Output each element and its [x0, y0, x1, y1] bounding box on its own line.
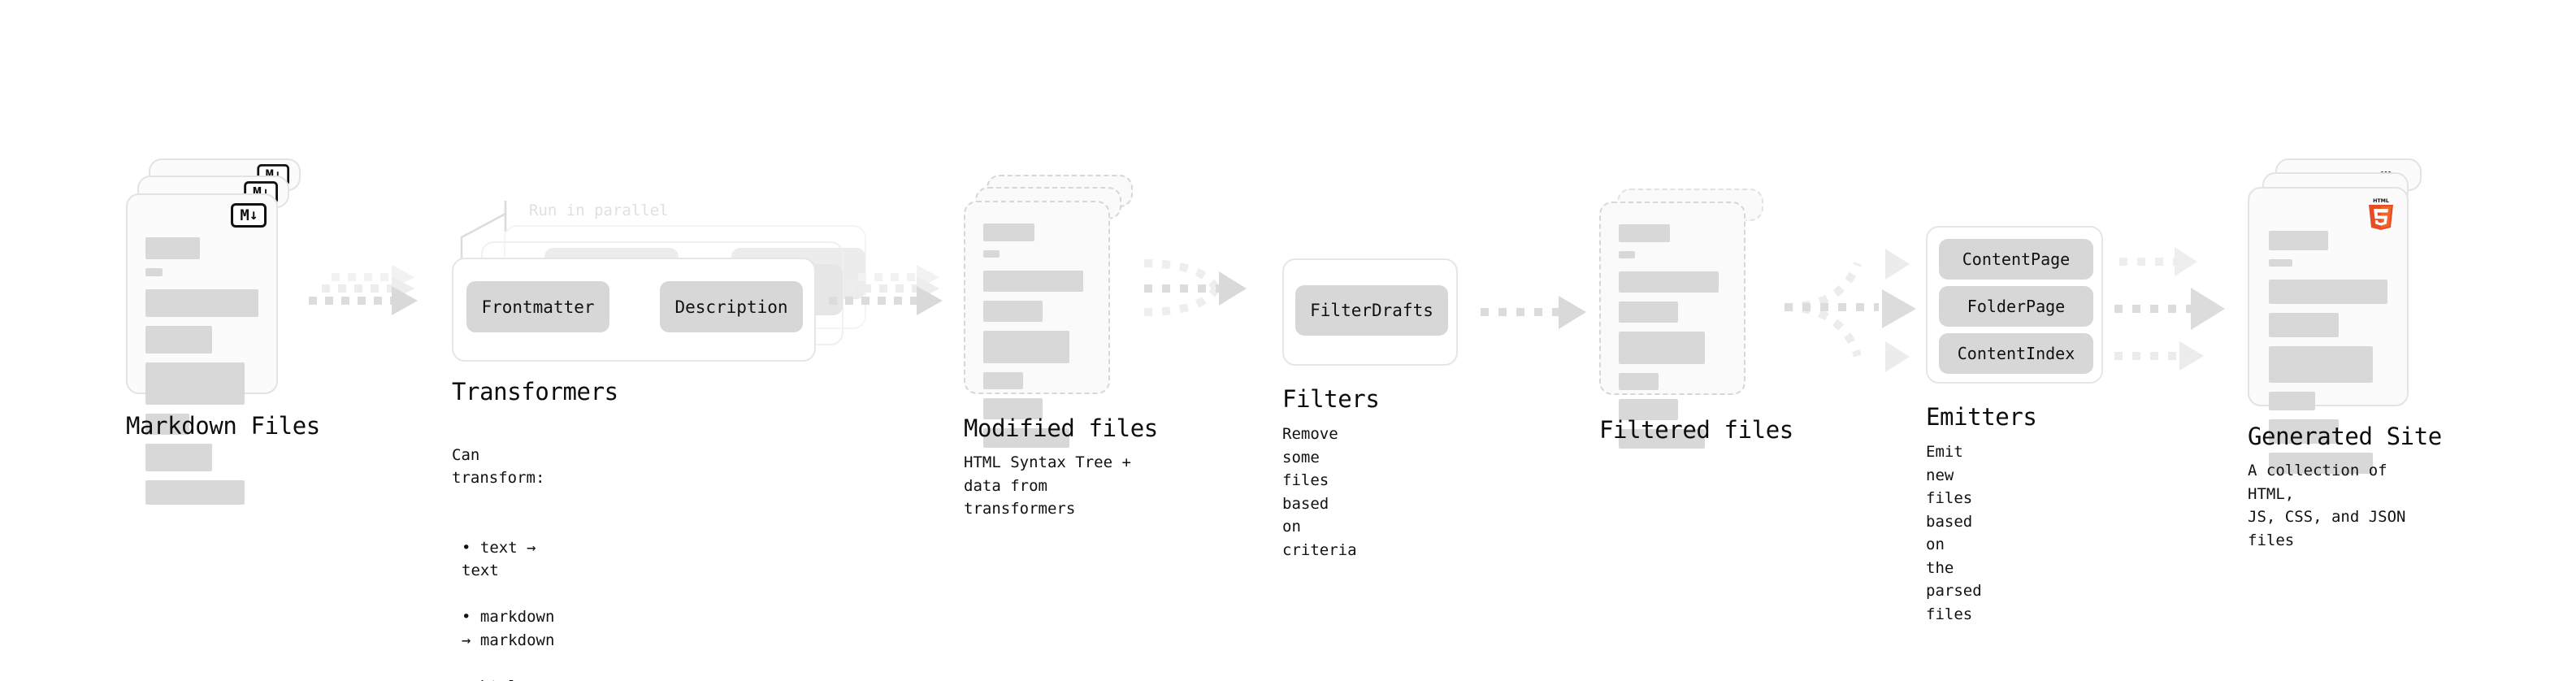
modified-files-description: HTML Syntax Tree + data from transformer…	[964, 453, 1131, 518]
run-in-parallel-bracket-icon	[460, 201, 507, 262]
transformers-bullet: markdown → markdown	[452, 605, 554, 652]
placeholder-line	[1619, 373, 1659, 390]
placeholder-line	[145, 289, 258, 317]
placeholder-line	[2269, 392, 2315, 410]
stage-title-filtered-files: Filtered files	[1599, 416, 1793, 444]
placeholder-line	[983, 271, 1083, 292]
stage-markdown-files: M↓ M↓ M↓ Markdown Files	[126, 158, 320, 505]
generated-site-description: A collection of HTML, JS, CSS, and JSON …	[2248, 462, 2406, 549]
split-arrow-icon	[1784, 249, 1916, 372]
transformer-pill-frontmatter[interactable]: Frontmatter	[466, 281, 609, 332]
stage-filtered-files: Filtered files	[1599, 189, 1793, 449]
filtered-card-front	[1599, 202, 1746, 449]
placeholder-line	[145, 414, 190, 435]
connector-transformers-to-modified	[827, 265, 965, 341]
modified-card-front	[964, 201, 1110, 448]
placeholder-line	[2269, 346, 2374, 383]
placeholder-line	[2269, 231, 2328, 250]
triple-parallel-arrow-icon	[829, 265, 943, 315]
placeholder-line	[983, 372, 1023, 389]
emitter-pill-contentpage[interactable]: ContentPage	[1939, 239, 2093, 280]
stage-generated-site: CSS HTML	[2248, 158, 2442, 549]
emitters-container: ContentPage FolderPage ContentIndex	[1926, 226, 2103, 384]
connector-modified-to-filters	[1138, 258, 1284, 348]
placeholder-line	[2269, 453, 2374, 474]
placeholder-line	[983, 301, 1043, 322]
placeholder-line	[2269, 419, 2340, 444]
placeholder-line	[983, 250, 1000, 258]
placeholder-line	[145, 237, 200, 259]
filtered-card-stack	[1599, 189, 1770, 449]
emitters-description: Emit new files based on the parsed files	[1926, 443, 1982, 623]
card-content-placeholder	[145, 237, 258, 514]
connector-emitters-to-site	[2113, 234, 2251, 380]
single-arrow-icon	[1481, 296, 1586, 329]
placeholder-line	[1619, 224, 1671, 242]
placeholder-line	[1619, 429, 1705, 449]
placeholder-line	[1619, 399, 1678, 420]
placeholder-line	[983, 428, 1069, 448]
triple-arrow-icon	[2114, 247, 2225, 371]
placeholder-line	[983, 223, 1035, 241]
transformers-intro: Can transform:	[452, 445, 545, 488]
placeholder-line	[1619, 332, 1705, 364]
card-content-placeholder	[983, 223, 1091, 457]
site-card-front-html: HTML	[2248, 187, 2409, 474]
card-content-placeholder	[2269, 231, 2387, 483]
run-in-parallel-label: Run in parallel	[529, 202, 669, 219]
svg-text:HTML: HTML	[2373, 198, 2389, 204]
placeholder-line	[2269, 313, 2340, 337]
placeholder-line	[2269, 280, 2387, 304]
markdown-card-front: M↓	[126, 193, 278, 505]
placeholder-line	[145, 268, 163, 276]
modified-card-stack	[964, 175, 1134, 448]
filter-pill-filterdrafts[interactable]: FilterDrafts	[1295, 285, 1448, 336]
stage-title-markdown-files: Markdown Files	[126, 412, 320, 440]
placeholder-line	[145, 480, 245, 505]
placeholder-line	[1619, 301, 1678, 323]
stage-modified-files: Modified files HTML Syntax Tree + data f…	[964, 175, 1158, 518]
placeholder-line	[2269, 259, 2293, 267]
transformer-pill-description[interactable]: Description	[660, 281, 803, 332]
stage-title-transformers: Transformers	[452, 378, 618, 406]
card-content-placeholder	[1619, 224, 1726, 458]
triple-parallel-arrow-icon	[309, 265, 418, 315]
stage-title-emitters: Emitters	[1926, 403, 2037, 431]
emitter-pill-contentindex[interactable]: ContentIndex	[1939, 333, 2093, 374]
transformers-bullet-list: text → text markdown → markdown html → h…	[452, 513, 554, 681]
filters-description: Remove some files based on criteria	[1282, 425, 1357, 559]
placeholder-line	[1619, 271, 1719, 293]
connector-filtered-to-emitters	[1776, 234, 1931, 380]
stage-title-filters: Filters	[1282, 385, 1380, 413]
transformers-bullet: html → html	[452, 675, 554, 681]
transformers-bullet: text → text	[452, 536, 554, 583]
markdown-card-stack: M↓ M↓ M↓	[126, 158, 301, 505]
connector-filters-to-filtered	[1477, 293, 1599, 341]
markdown-icon: M↓	[231, 203, 267, 228]
placeholder-line	[145, 326, 212, 354]
placeholder-line	[145, 362, 245, 405]
placeholder-line	[145, 444, 212, 471]
placeholder-line	[983, 398, 1043, 419]
site-card-stack: CSS HTML	[2248, 158, 2422, 474]
placeholder-line	[1619, 251, 1635, 258]
transformers-description: Can transform: text → text markdown → ma…	[452, 420, 554, 681]
connector-markdown-to-transformers	[307, 265, 437, 341]
filters-container: FilterDrafts	[1282, 258, 1458, 366]
placeholder-line	[983, 331, 1069, 363]
emitter-pill-folderpage[interactable]: FolderPage	[1939, 286, 2093, 327]
transformers-container: Frontmatter Description	[452, 258, 816, 362]
html5-icon: HTML	[2369, 198, 2393, 230]
stage-title-generated-site: Generated Site	[2248, 423, 2442, 450]
stage-title-modified-files: Modified files	[964, 414, 1158, 442]
merge-arrow-icon	[1143, 259, 1247, 316]
